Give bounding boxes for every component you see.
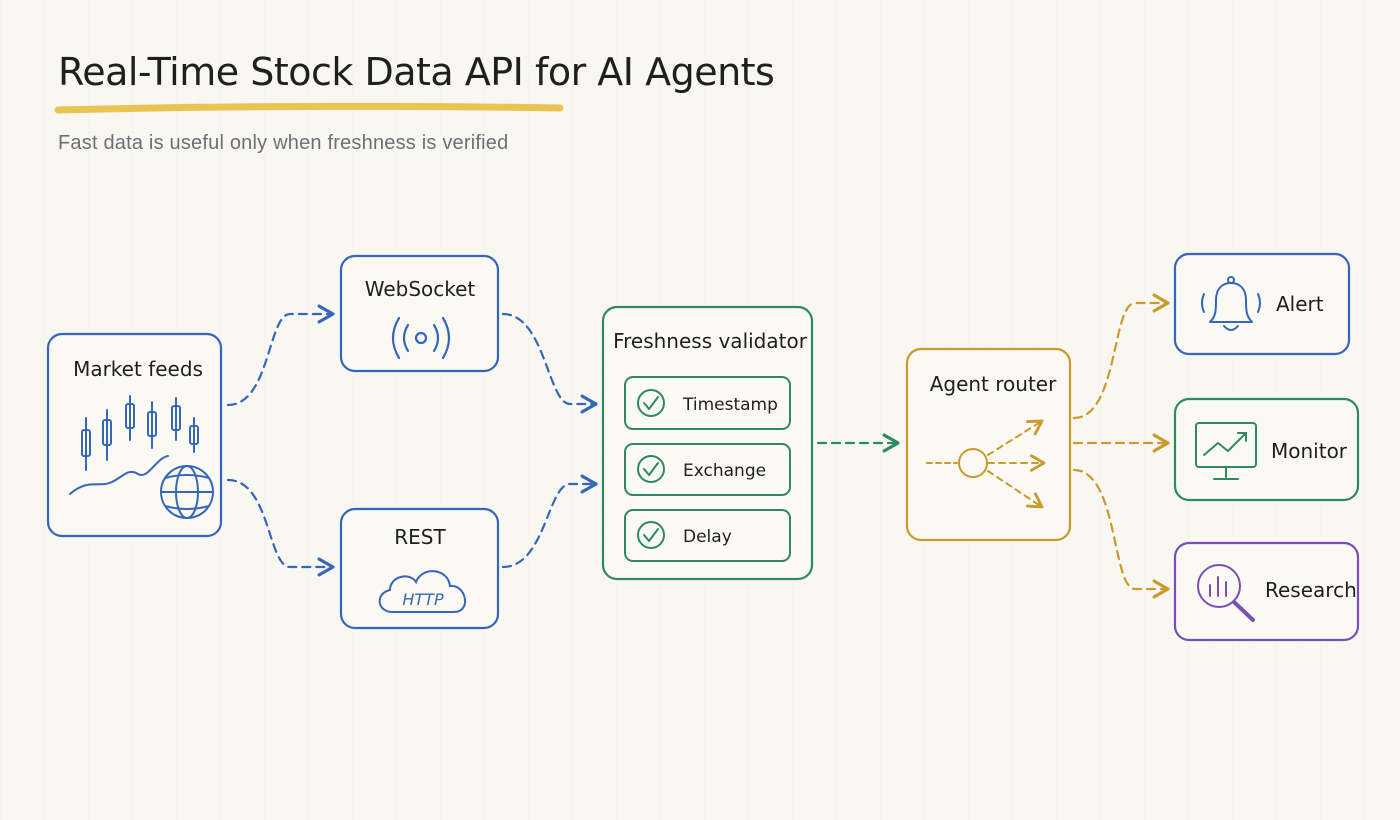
node-research-label: Research [1265,578,1357,602]
connector-rest-to-validator [501,474,598,569]
router-fanout-icon [926,419,1046,509]
node-websocket[interactable]: WebSocket [339,254,500,373]
node-agent-router[interactable]: Agent router [905,347,1072,542]
connector-router-to-alert [1072,293,1170,420]
node-market-feeds-label: Market feeds [73,357,203,381]
check-item-delay: Delay [624,509,791,562]
node-rest[interactable]: REST HTTP [339,507,500,630]
cloud-icon: HTTP [378,570,466,613]
connector-websocket-to-validator [501,312,598,414]
node-alert[interactable]: Alert [1173,252,1351,356]
check-label-delay: Delay [683,527,732,547]
page-subtitle: Fast data is useful only when freshness … [58,132,509,154]
check-item-timestamp: Timestamp [624,376,791,430]
cloud-icon-text: HTTP [402,590,444,609]
title-underline [54,102,564,114]
check-item-exchange: Exchange [624,443,791,496]
node-market-feeds[interactable]: Market feeds [46,332,223,538]
globe-icon [160,465,214,519]
check-label-exchange: Exchange [683,461,766,481]
page-title: Real-Time Stock Data API for AI Agents [58,50,775,94]
node-research[interactable]: Research [1173,541,1360,642]
monitor-chart-icon [1195,422,1257,480]
node-monitor-label: Monitor [1271,439,1348,463]
signal-broadcast-icon [391,316,451,360]
node-freshness-validator[interactable]: Freshness validator Timestamp Exchange [601,305,814,581]
node-freshness-validator-label: Freshness validator [613,329,808,353]
node-rest-label: REST [394,525,446,549]
connector-router-to-research [1072,468,1170,599]
bell-icon [1201,276,1261,331]
node-monitor[interactable]: Monitor [1173,397,1360,502]
check-circle-icon [637,521,665,549]
candlestick-chart-icon [69,395,199,495]
node-agent-router-label: Agent router [930,372,1057,396]
check-circle-icon [637,389,665,417]
connector-market-to-websocket [226,304,335,407]
check-label-timestamp: Timestamp [682,395,778,415]
node-alert-label: Alert [1276,292,1324,316]
node-websocket-label: WebSocket [365,277,476,301]
magnifier-chart-icon [1197,564,1255,622]
check-circle-icon [637,455,665,483]
connector-market-to-rest [226,478,335,577]
